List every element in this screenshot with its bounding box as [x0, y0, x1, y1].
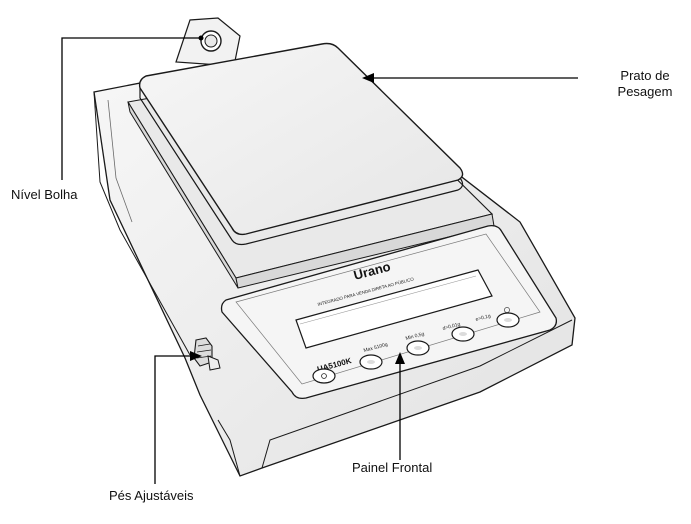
leader-lines	[61, 35, 578, 484]
label-prato-de-pesagem: Prato de Pesagem	[604, 68, 686, 100]
adjustable-foot	[193, 337, 221, 371]
print-button[interactable]	[496, 312, 520, 328]
mode-button[interactable]	[359, 354, 383, 370]
spec-e: e=0,1g	[475, 313, 492, 323]
label-pes-ajustaveis: Pés Ajustáveis	[109, 488, 194, 503]
label-nivel-bolha: Nível Bolha	[11, 187, 78, 202]
display-window	[295, 269, 493, 349]
bubble-level	[175, 17, 241, 67]
weighing-plate	[138, 42, 464, 246]
cal-button[interactable]	[451, 326, 475, 342]
front-panel: Urano INTEGRADO PARA VENDA DIRETA AO PÚB…	[220, 224, 558, 400]
spec-min: Min 0,5g	[405, 331, 425, 342]
tare-button[interactable]	[406, 340, 430, 356]
label-painel-frontal: Painel Frontal	[352, 460, 433, 475]
spec-d: d=0,01g	[442, 321, 461, 332]
power-icon	[321, 373, 327, 379]
leader-nivel-bolha	[61, 37, 200, 180]
power-button[interactable]	[312, 368, 336, 384]
label-prato-line2: Pesagem	[617, 84, 673, 99]
label-prato-line1: Prato de	[620, 68, 670, 83]
leader-pes	[154, 355, 192, 484]
